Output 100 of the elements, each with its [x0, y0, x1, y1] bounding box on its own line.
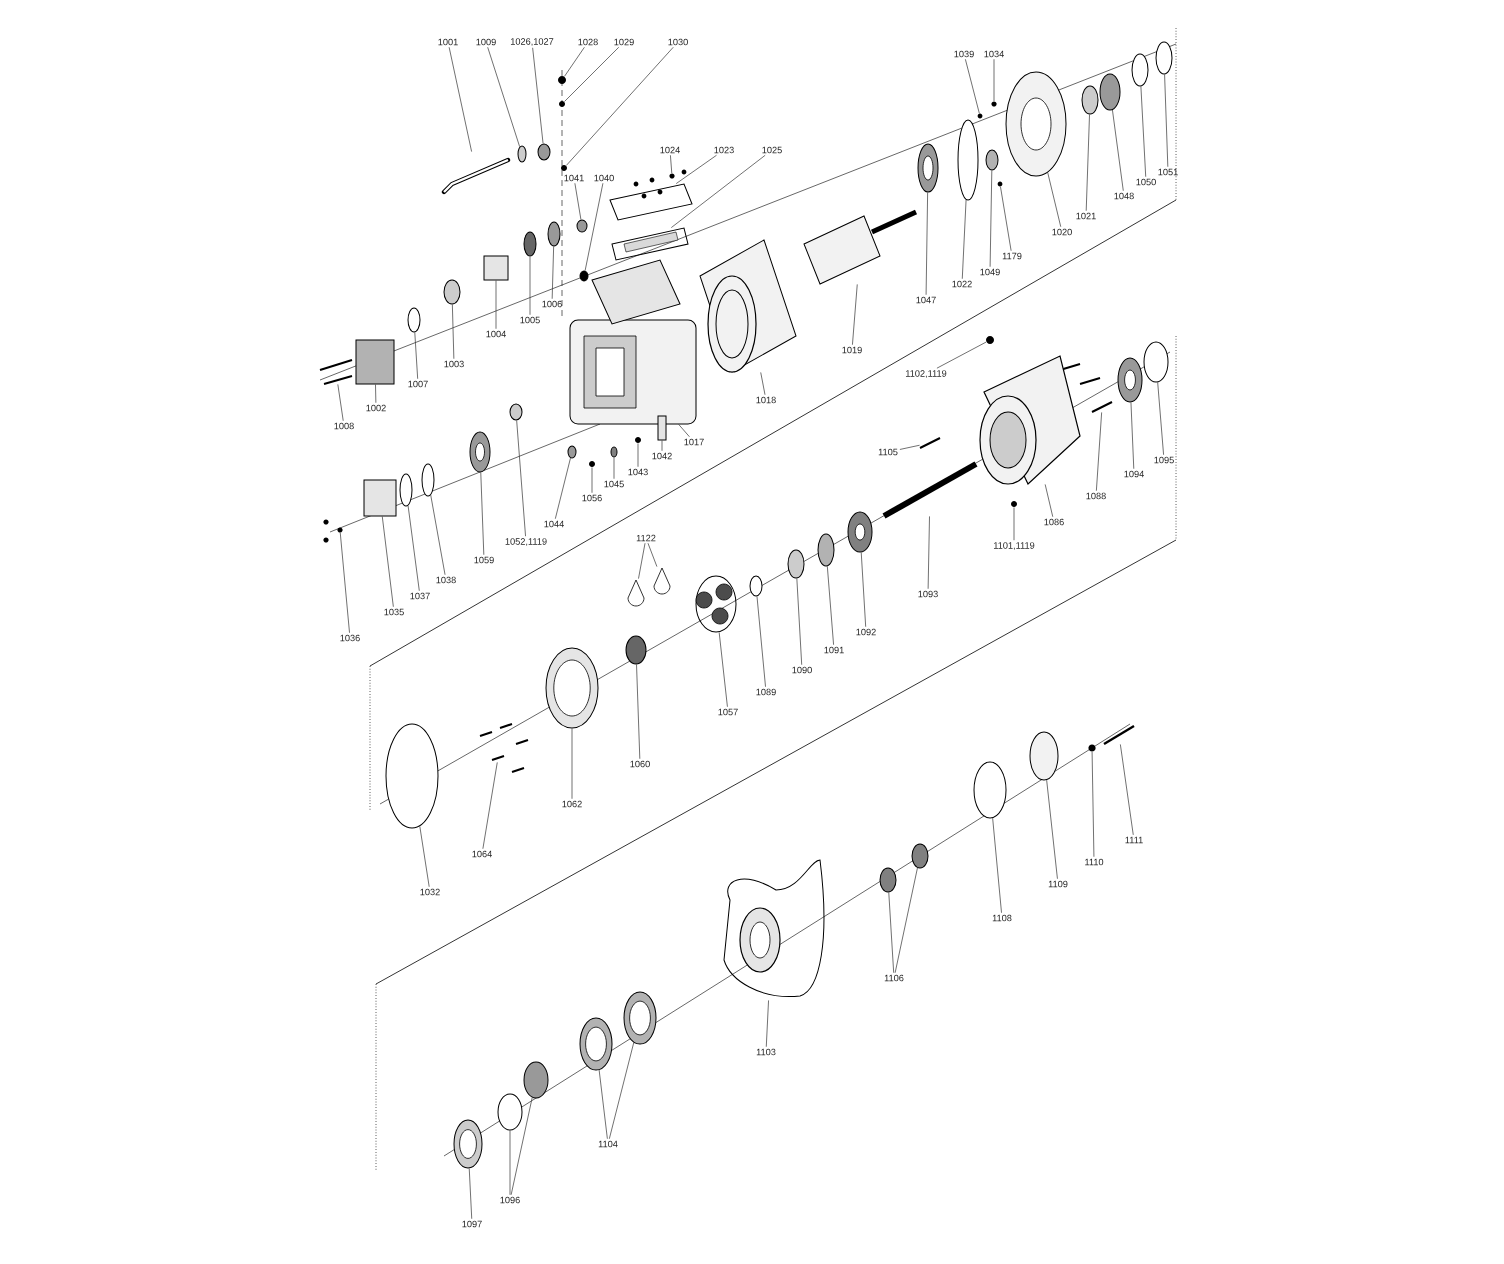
leader-line: [760, 372, 766, 396]
leader-line: [993, 58, 995, 102]
leader-line: [487, 46, 520, 148]
leader-line: [564, 46, 620, 102]
block-part: [355, 339, 395, 385]
ring-part: [1011, 501, 1017, 507]
part-drawing: [319, 359, 353, 385]
ring-part: [576, 219, 588, 233]
block-part: [483, 255, 509, 281]
leader-line: [482, 762, 498, 850]
leader-line: [1000, 186, 1012, 252]
leader-line: [1157, 381, 1164, 456]
leader-line: [584, 182, 604, 272]
ring-part: [977, 113, 983, 119]
leader-line: [564, 46, 585, 77]
part-drawing: [653, 567, 671, 595]
leader-line: [637, 443, 639, 468]
part-drawing: [847, 511, 873, 553]
leader-line: [337, 384, 344, 422]
leader-line: [796, 578, 803, 666]
block-part: [657, 415, 667, 441]
leader-line: [430, 494, 446, 576]
ring-part: [957, 119, 979, 201]
leader-line: [989, 170, 993, 268]
leader-line: [609, 1042, 635, 1140]
ring-part: [589, 461, 595, 467]
leader-line: [510, 1097, 533, 1196]
ring-part: [561, 165, 567, 171]
ring-part: [443, 279, 461, 305]
ring-part: [973, 761, 1007, 819]
ring-part: [911, 843, 929, 869]
leader-line: [647, 542, 658, 567]
leader-line: [936, 341, 987, 369]
part-drawing: [699, 239, 797, 373]
ring-part: [1099, 73, 1121, 111]
leader-line: [495, 280, 497, 330]
block-part: [363, 479, 397, 517]
part-drawing: [723, 859, 825, 998]
ring-part: [497, 1093, 523, 1131]
ring-part: [567, 445, 577, 459]
leader-line: [756, 596, 766, 688]
ring-part: [421, 463, 435, 497]
leader-line: [1130, 402, 1135, 470]
leader-line: [992, 817, 1002, 914]
leader-line: [636, 664, 641, 760]
ring-part: [399, 473, 413, 507]
leader-line: [574, 182, 582, 220]
part-drawing: [545, 647, 599, 729]
leader-line: [678, 424, 690, 438]
ring-part: [1155, 41, 1173, 75]
ring-part: [547, 221, 561, 247]
leader-line: [670, 154, 766, 228]
leader-line: [1044, 484, 1054, 518]
leader-line: [888, 892, 895, 974]
ring-part: [749, 575, 763, 597]
ring-part: [558, 76, 566, 84]
leader-line: [591, 467, 593, 494]
leader-line: [551, 246, 554, 300]
leader-line: [480, 472, 485, 556]
leader-line: [1046, 779, 1058, 880]
ring-part: [787, 549, 805, 579]
ring-part: [1081, 85, 1099, 115]
ring-part: [337, 527, 343, 533]
leader-line: [965, 58, 980, 114]
part-drawing: [695, 575, 737, 633]
ring-part: [997, 181, 1003, 187]
leader-line: [339, 532, 350, 634]
ring-part: [1029, 731, 1059, 781]
part-drawing: [979, 355, 1081, 485]
ring-part: [985, 149, 999, 171]
ring-part: [509, 403, 523, 421]
leader-line: [516, 420, 526, 537]
ring-part: [879, 867, 897, 893]
leader-line: [852, 284, 858, 346]
part-drawing: [453, 1119, 483, 1169]
leader-line: [765, 1000, 769, 1048]
ring-part: [579, 270, 589, 282]
leader-line: [532, 47, 544, 144]
leader-line: [927, 516, 930, 590]
part-drawing: [469, 431, 491, 473]
leader-line: [375, 384, 377, 404]
leader-line: [638, 542, 646, 579]
part-drawing: [917, 143, 939, 193]
ring-part: [559, 101, 565, 107]
part-drawing: [1103, 725, 1135, 746]
leader-line: [1164, 74, 1169, 168]
ring-part: [385, 723, 439, 829]
part-drawing: [1005, 71, 1067, 177]
leader-line: [899, 444, 920, 450]
part-drawing: [611, 227, 689, 261]
ring-part: [1131, 53, 1149, 87]
leader-line: [1096, 412, 1102, 492]
part-drawing: [1091, 401, 1113, 413]
leader-line: [407, 505, 420, 592]
leader-line: [419, 825, 430, 888]
leader-line: [925, 192, 928, 296]
leader-line: [1140, 86, 1147, 178]
part-drawing: [609, 183, 693, 221]
ring-part: [991, 101, 997, 107]
leader-line: [894, 867, 918, 974]
